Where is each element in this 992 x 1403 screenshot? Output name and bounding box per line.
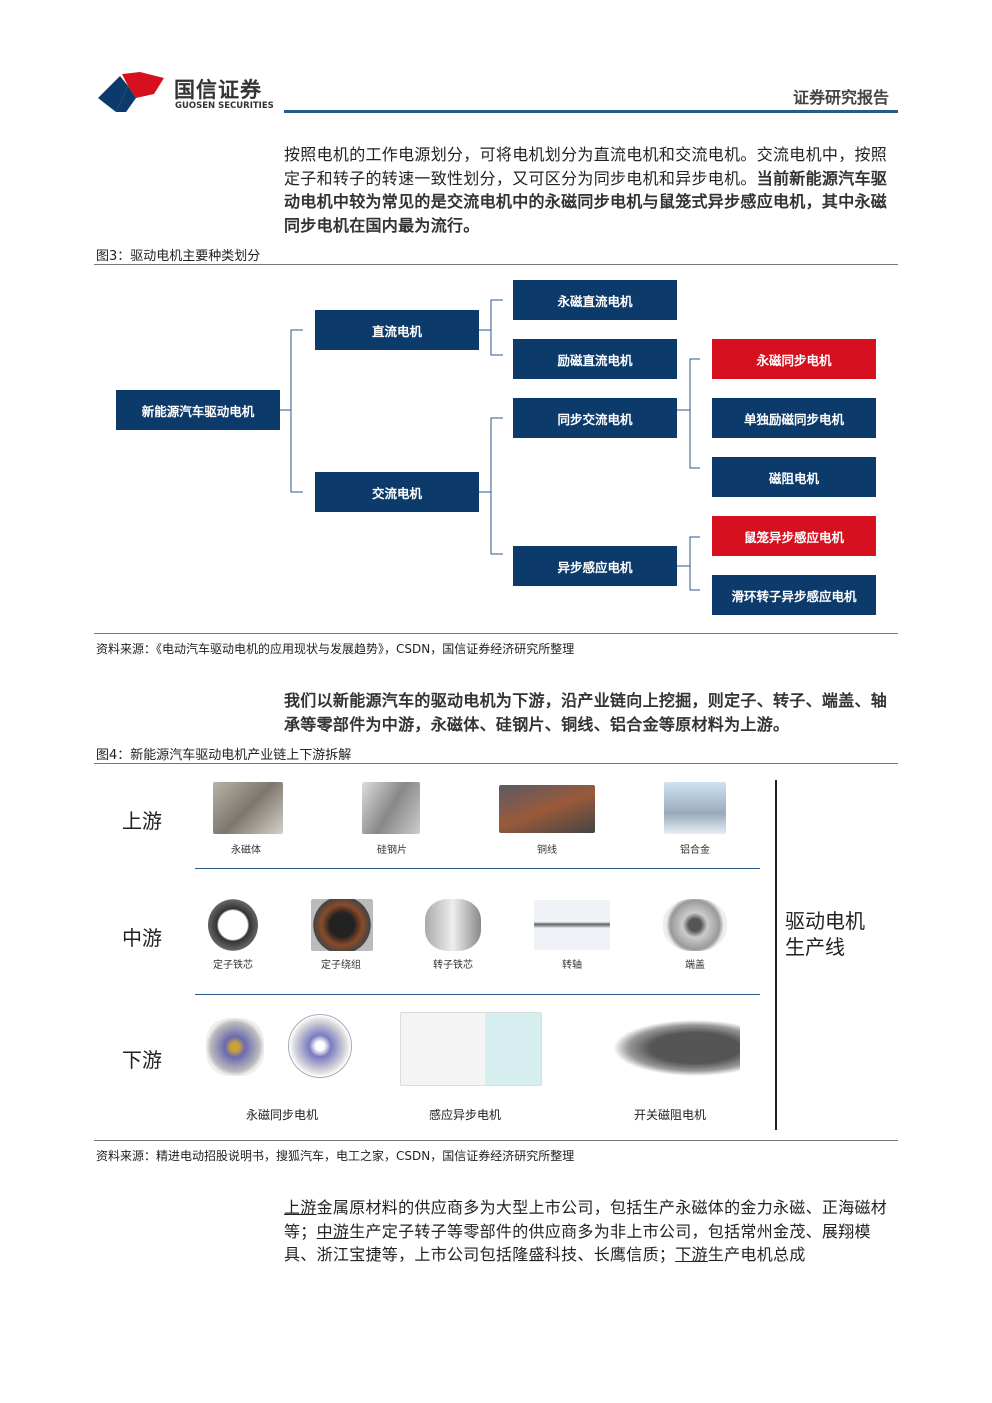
node-reluctance: 磁阻电机 xyxy=(712,457,876,497)
node-pm-dc: 永磁直流电机 xyxy=(513,280,677,320)
pmsm-section-image xyxy=(288,1014,352,1078)
logo-cn: 国信证券 xyxy=(174,78,262,102)
link-downstream: 下游 xyxy=(675,1245,708,1264)
copper-wire-image xyxy=(499,785,595,833)
mid-item: 定子铁芯 xyxy=(213,960,253,971)
mid-item: 转轴 xyxy=(562,960,582,971)
node-squirrel: 鼠笼异步感应电机 xyxy=(712,516,876,556)
para3-text: 金属原材料的供应商多为大型上市公司，包括生产永磁体的金力永磁、正海磁材等； xyxy=(284,1198,888,1241)
label-midstream: 中游 xyxy=(122,926,162,950)
side-label-line1: 驱动电机 xyxy=(785,909,865,933)
label-downstream: 下游 xyxy=(122,1048,162,1072)
para3-text: 生产定子转子等零部件的供应商多为非上市公司，包括常州金茂、展翔模具、浙江宝捷等，… xyxy=(284,1221,871,1265)
aluminum-image xyxy=(664,782,726,834)
switched-reluctance-image xyxy=(590,1012,740,1084)
header-rule xyxy=(284,110,898,113)
up-item: 铝合金 xyxy=(680,845,710,856)
node-root: 新能源汽车驱动电机 xyxy=(116,390,280,430)
node-sync-ac: 同步交流电机 xyxy=(513,398,677,438)
rotor-core-image xyxy=(425,899,481,951)
induction-motor-image xyxy=(400,1012,542,1086)
node-ac: 交流电机 xyxy=(315,472,479,512)
side-label-line2: 生产线 xyxy=(785,935,845,959)
node-slip-ring: 滑环转子异步感应电机 xyxy=(712,575,876,615)
magnet-image xyxy=(213,782,283,834)
mid-item: 转子铁芯 xyxy=(433,960,473,971)
up-item: 硅钢片 xyxy=(377,845,407,856)
pmsm-image xyxy=(206,1018,264,1076)
link-midstream: 中游 xyxy=(316,1221,350,1241)
node-sep-ex: 单独励磁同步电机 xyxy=(712,398,876,438)
fig4-source: 资料来源：精进电动招股说明书，搜狐汽车，电工之家，CSDN，国信证券经济研究所整… xyxy=(96,1149,575,1163)
side-label: 驱动电机生产线 xyxy=(785,908,865,960)
vertical-divider xyxy=(775,780,777,1130)
link-upstream: 上游 xyxy=(284,1198,317,1217)
node-ex-dc: 励磁直流电机 xyxy=(513,339,677,379)
stator-core-image xyxy=(208,899,258,951)
paragraph-2: 我们以新能源汽车的驱动电机为下游，沿产业链向上挖掘，则定子、转子、端盖、轴承等零… xyxy=(284,691,888,734)
label-upstream: 上游 xyxy=(122,809,162,833)
fig4-bottom-rule xyxy=(94,1140,898,1141)
down-item: 永磁同步电机 xyxy=(245,1108,319,1122)
node-pmsm: 永磁同步电机 xyxy=(712,339,876,379)
end-cover-image xyxy=(663,899,727,951)
fig3-bottom-rule xyxy=(94,633,898,634)
report-type: 证券研究报告 xyxy=(793,88,890,107)
up-item: 铜线 xyxy=(537,845,557,856)
divider xyxy=(195,994,760,995)
mid-item: 定子绕组 xyxy=(321,960,361,971)
paragraph-1: 按照电机的工作电源划分，可将电机划分为直流电机和交流电机。交流电机中，按照定子和… xyxy=(284,143,900,237)
down-item: 感应异步电机 xyxy=(428,1108,502,1122)
up-item: 永磁体 xyxy=(231,845,261,856)
guosen-logo-icon xyxy=(98,72,164,112)
para3-text: 生产电机总成 xyxy=(707,1245,806,1264)
para1-normal: 按照电机的工作电源划分，可将电机划分为直流电机和交流电机。交流电机中，按照定子和… xyxy=(284,145,888,188)
fig3-source: 资料来源：《电动汽车驱动电机的应用现状与发展趋势》，CSDN，国信证券经济研究所… xyxy=(96,642,575,656)
logo-en: GUOSEN SECURITIES xyxy=(175,101,274,111)
fig3-top-rule xyxy=(94,264,898,265)
divider xyxy=(195,868,760,869)
fig3-caption: 图3：驱动电机主要种类划分 xyxy=(96,249,261,264)
stator-winding-image xyxy=(311,899,373,951)
fig4-top-rule xyxy=(94,763,898,764)
mid-item: 端盖 xyxy=(685,960,705,971)
down-item: 开关磁阻电机 xyxy=(633,1108,707,1122)
fig4-caption: 图4：新能源汽车驱动电机产业链上下游拆解 xyxy=(96,748,352,763)
node-dc: 直流电机 xyxy=(315,310,479,350)
node-async: 异步感应电机 xyxy=(513,546,677,586)
shaft-image xyxy=(534,900,610,950)
tree-connectors xyxy=(280,299,700,591)
para1-bold: 当前新能源汽车驱动电机中较为常见的是交流电机中的永磁同步电机与鼠笼式异步感应电机… xyxy=(284,168,888,235)
silicon-steel-image xyxy=(362,782,420,834)
paragraph-3: 上游金属原材料的供应商多为大型上市公司，包括生产永磁体的金力永磁、正海磁材等；中… xyxy=(284,1196,900,1267)
